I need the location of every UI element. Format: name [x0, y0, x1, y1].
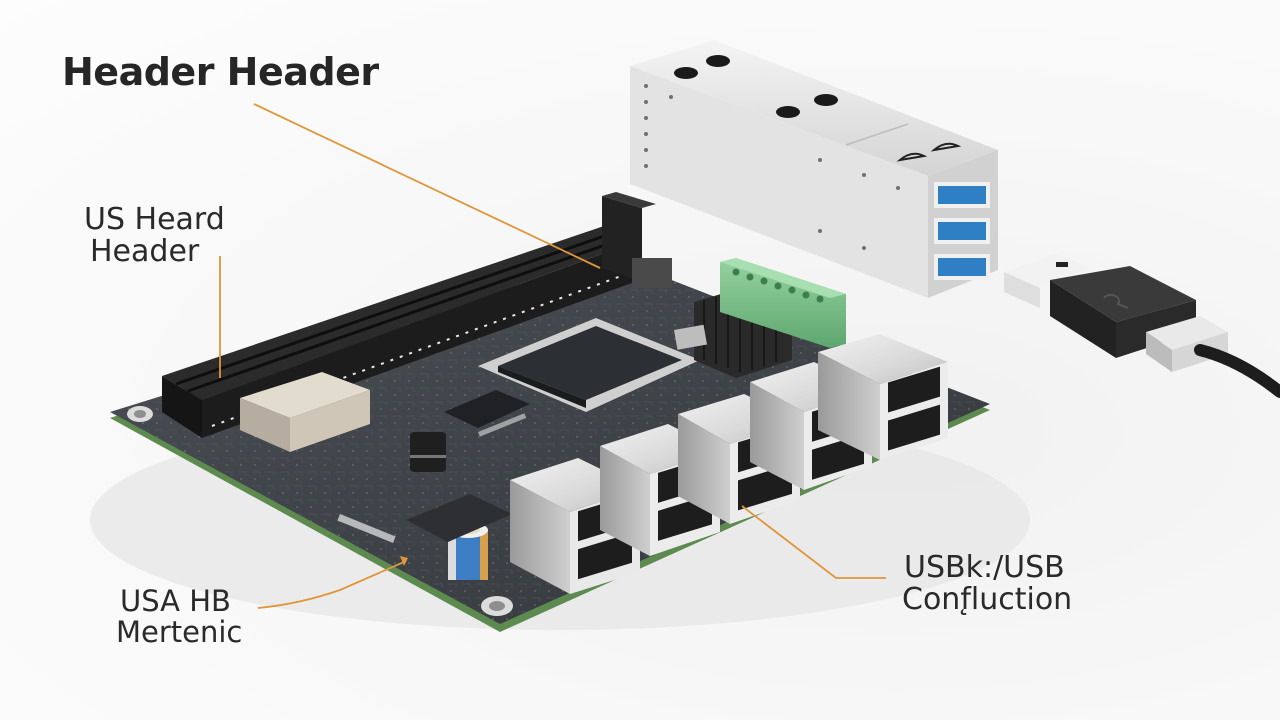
callout-left-line2: Header — [90, 234, 200, 270]
shielded-module — [240, 372, 370, 452]
inductor — [410, 432, 446, 472]
ic-chip — [406, 494, 512, 542]
diagram-title: Header Header — [62, 50, 379, 94]
usb-hub — [630, 40, 998, 298]
green-terminal-block — [720, 258, 846, 348]
callout-line-title — [253, 103, 601, 269]
callout-label-right: USBk:/USB Conf̨luction — [902, 550, 1073, 618]
processor-chip — [478, 318, 700, 412]
callout-right-line2: Conf̨luction — [902, 582, 1073, 618]
callout-lines — [219, 103, 886, 609]
small-component — [673, 324, 708, 350]
hub-usb-port-1 — [934, 182, 990, 208]
callout-right-line1: USBk:/USB — [904, 550, 1065, 585]
callout-line-right — [741, 505, 886, 579]
hub-usb-port-2 — [934, 218, 990, 244]
callout-label-left: US Heard Header — [84, 202, 225, 270]
hub-usb-port-3 — [934, 254, 990, 280]
callout-bottom-line1: USA HB — [120, 584, 231, 618]
callout-line-bottom — [257, 561, 405, 609]
callout-label-bottom: USA HB Mertenic — [116, 584, 243, 650]
small-chip — [444, 390, 530, 428]
callout-bottom-line2: Mertenic — [116, 615, 243, 650]
usb-plug — [1004, 254, 1280, 398]
callout-left-line1: US Heard — [84, 202, 225, 237]
usb-port-stack-5 — [818, 334, 948, 460]
